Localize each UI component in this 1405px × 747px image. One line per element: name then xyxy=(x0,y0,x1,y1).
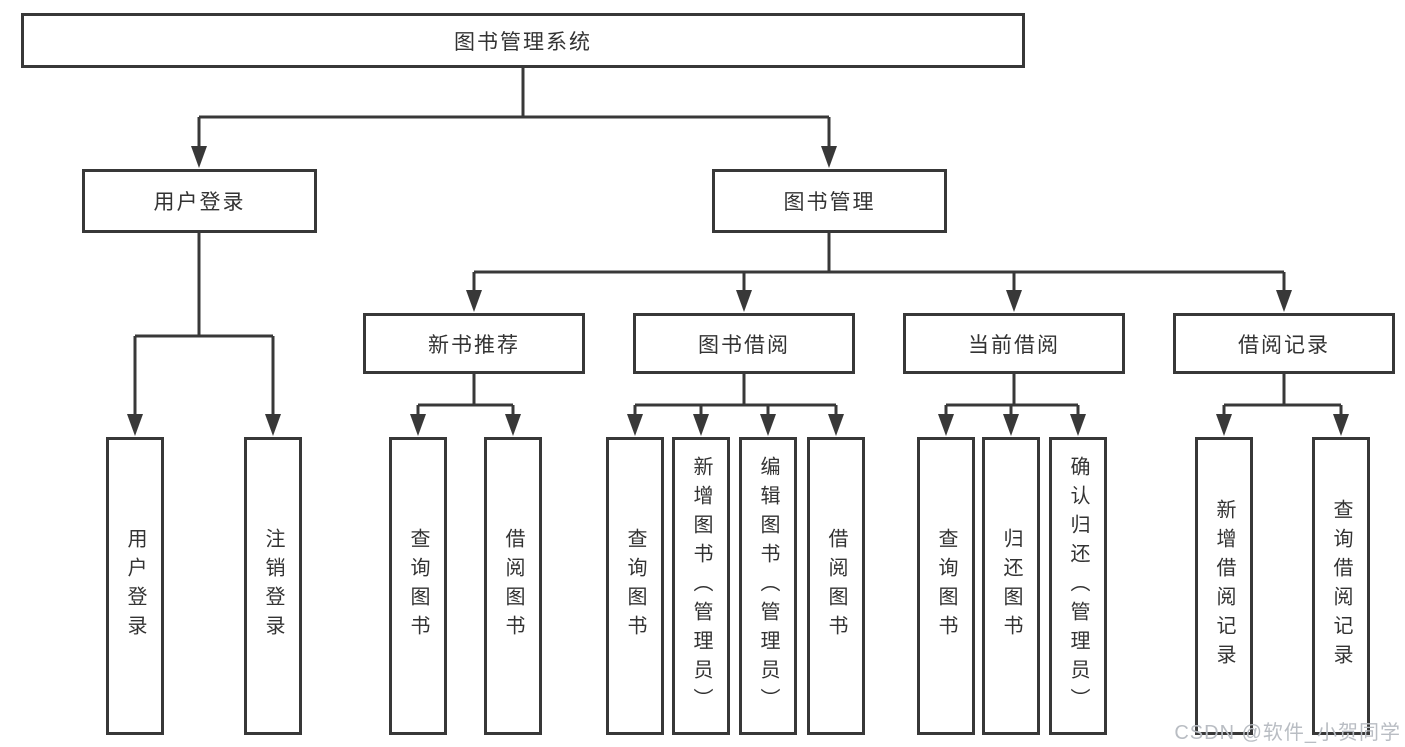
leaf-node-borrow-books: 借阅图书 xyxy=(484,437,542,735)
leaf-node-logout: 注销登录 xyxy=(244,437,302,735)
leaf-node-borrow-books: 借阅图书 xyxy=(807,437,865,735)
csdn-watermark: CSDN @软件_小贺同学 xyxy=(1174,722,1401,744)
leaf-node-label: 注销登录 xyxy=(262,528,284,644)
leaf-node-confirm-return-admin: 确认归还（管理员） xyxy=(1049,437,1107,735)
leaf-node-label: 借阅图书 xyxy=(825,528,847,644)
group-node-label: 借阅记录 xyxy=(1238,333,1330,357)
leaf-node-label: 新增图书（管理员） xyxy=(690,455,712,717)
branch-node-label: 用户登录 xyxy=(153,191,246,214)
leaf-node-label: 归还图书 xyxy=(1000,528,1022,644)
group-node-label: 当前借阅 xyxy=(968,333,1060,357)
leaf-node-return-books: 归还图书 xyxy=(982,437,1040,735)
leaf-node-label: 查询借阅记录 xyxy=(1330,499,1352,673)
leaf-node-label: 确认归还（管理员） xyxy=(1067,455,1089,717)
leaf-node-edit-books-admin: 编辑图书（管理员） xyxy=(739,437,797,735)
leaf-node-query-books: 查询图书 xyxy=(917,437,975,735)
leaf-node-query-books: 查询图书 xyxy=(606,437,664,735)
leaf-node-label: 新增借阅记录 xyxy=(1213,499,1235,673)
branch-node-label: 图书管理 xyxy=(783,191,876,214)
leaf-node-label: 借阅图书 xyxy=(502,528,524,644)
root-node-library-system: 图书管理系统 xyxy=(21,13,1025,68)
leaf-node-label: 编辑图书（管理员） xyxy=(757,455,779,717)
group-node-borrow-records: 借阅记录 xyxy=(1173,313,1395,374)
leaf-node-label: 查询图书 xyxy=(407,528,429,644)
leaf-node-query-books: 查询图书 xyxy=(389,437,447,735)
group-node-new-book-recommend: 新书推荐 xyxy=(363,313,585,374)
group-node-label: 新书推荐 xyxy=(428,333,520,357)
leaf-node-label: 查询图书 xyxy=(624,528,646,644)
leaf-node-add-books-admin: 新增图书（管理员） xyxy=(672,437,730,735)
leaf-node-user-login: 用户登录 xyxy=(106,437,164,735)
leaf-node-label: 查询图书 xyxy=(935,528,957,644)
root-node-label: 图书管理系统 xyxy=(454,30,592,54)
branch-node-book-management: 图书管理 xyxy=(712,169,947,233)
leaf-node-query-borrow-record: 查询借阅记录 xyxy=(1312,437,1370,735)
branch-node-user-login: 用户登录 xyxy=(82,169,317,233)
group-node-book-borrow: 图书借阅 xyxy=(633,313,855,374)
group-node-current-borrow: 当前借阅 xyxy=(903,313,1125,374)
leaf-node-label: 用户登录 xyxy=(124,528,146,644)
group-node-label: 图书借阅 xyxy=(698,333,790,357)
leaf-node-add-borrow-record: 新增借阅记录 xyxy=(1195,437,1253,735)
